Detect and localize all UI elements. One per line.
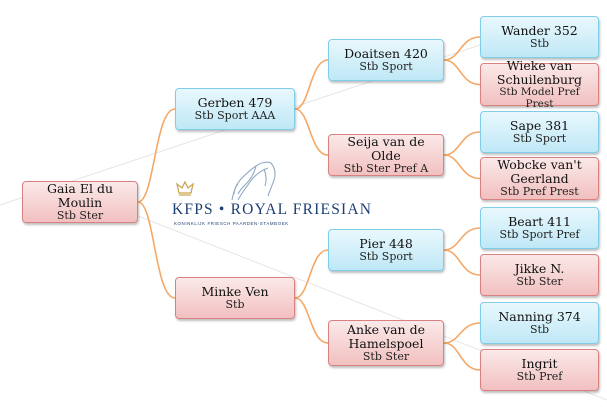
node-name: Nanning 374 bbox=[498, 308, 581, 324]
node-sds[interactable]: Sape 381 Stb Sport bbox=[480, 111, 599, 153]
node-name: Sape 381 bbox=[509, 117, 570, 133]
node-name: Wobcke van't Geerland bbox=[497, 157, 582, 187]
connector-line bbox=[294, 249, 329, 299]
connector-line bbox=[443, 342, 481, 371]
kfps-logo: KFPS • ROYAL FRIESIAN KONINKLIJK FRIESCH… bbox=[172, 160, 371, 230]
node-name: Jikke N. bbox=[514, 260, 565, 276]
node-name: Anke van de Hamelspoel bbox=[347, 321, 425, 351]
brand-subtitle: KONINKLIJK FRIESCH PAARDEN-STAMBOEK bbox=[174, 221, 289, 226]
node-title: Stb bbox=[530, 322, 549, 336]
node-name: Doaitsen 420 bbox=[344, 45, 428, 61]
node-sdd[interactable]: Wobcke van't Geerland Stb Pref Prest bbox=[480, 157, 599, 200]
node-title: Stb Pref bbox=[516, 369, 563, 383]
connector-line bbox=[443, 154, 481, 180]
node-title: Stb Ster bbox=[362, 349, 410, 363]
node-title: Stb Sport bbox=[512, 131, 567, 145]
crown-icon bbox=[176, 180, 194, 196]
node-title: Stb Ster bbox=[56, 208, 104, 222]
connector-line bbox=[137, 201, 176, 299]
node-sss[interactable]: Wander 352 Stb bbox=[480, 16, 599, 58]
node-name: Beart 411 bbox=[508, 213, 571, 229]
node-dam-dam[interactable]: Anke van de Hamelspoel Stb Ster bbox=[328, 320, 444, 366]
node-title: Stb Sport bbox=[359, 249, 413, 263]
node-title: Stb Pref Prest bbox=[500, 185, 579, 199]
node-title: Stb Ster bbox=[516, 274, 563, 288]
connector-line bbox=[443, 59, 481, 86]
node-name: Ingrit bbox=[521, 355, 558, 371]
node-name: Seija van de Olde bbox=[347, 133, 425, 163]
node-title: Stb Sport AAA bbox=[194, 108, 276, 122]
node-ssd[interactable]: Wieke van Schuilenburg Stb Model Pref Pr… bbox=[480, 58, 599, 109]
node-ddd[interactable]: Ingrit Stb Pref bbox=[480, 349, 599, 391]
node-title: Stb Sport bbox=[359, 59, 413, 73]
node-root[interactable]: Gaia El du Moulin Stb Ster bbox=[22, 181, 138, 223]
connector-line bbox=[443, 36, 481, 61]
node-name: Gerben 479 bbox=[197, 94, 273, 110]
node-dss[interactable]: Beart 411 Stb Sport Pref bbox=[480, 207, 599, 249]
horse-head-icon bbox=[176, 161, 276, 201]
node-dds[interactable]: Nanning 374 Stb bbox=[480, 302, 599, 344]
node-name: Wieke van Schuilenburg bbox=[496, 57, 583, 87]
node-sire-dam[interactable]: Seija van de Olde Stb Ster Pref A bbox=[328, 134, 444, 176]
connector-line bbox=[294, 297, 329, 344]
node-title: Stb Model Pref Prest bbox=[499, 85, 580, 110]
connector-line bbox=[294, 59, 329, 110]
node-name: Gaia El du Moulin bbox=[46, 180, 113, 210]
node-title: Stb bbox=[225, 297, 245, 311]
node-sire-sire[interactable]: Doaitsen 420 Stb Sport bbox=[328, 39, 444, 81]
node-title: Stb Ster Pref A bbox=[343, 161, 429, 175]
connector-line bbox=[443, 249, 481, 276]
node-sire[interactable]: Gerben 479 Stb Sport AAA bbox=[175, 88, 295, 130]
node-name: Pier 448 bbox=[359, 235, 413, 251]
node-name: Minke Ven bbox=[201, 283, 269, 299]
connector-line bbox=[137, 108, 176, 203]
node-dam[interactable]: Minke Ven Stb bbox=[175, 277, 295, 319]
node-name: Wander 352 bbox=[501, 22, 578, 38]
connector-line bbox=[443, 131, 481, 156]
brand-text: KFPS • ROYAL FRIESIAN bbox=[172, 201, 373, 218]
node-dsd[interactable]: Jikke N. Stb Ster bbox=[480, 254, 599, 296]
node-dam-sire[interactable]: Pier 448 Stb Sport bbox=[328, 229, 444, 271]
node-title: Stb Sport Pref bbox=[499, 227, 580, 241]
connector-line bbox=[443, 322, 481, 344]
connector-line bbox=[443, 227, 481, 251]
connector-line bbox=[294, 108, 329, 156]
node-title: Stb bbox=[530, 36, 549, 50]
